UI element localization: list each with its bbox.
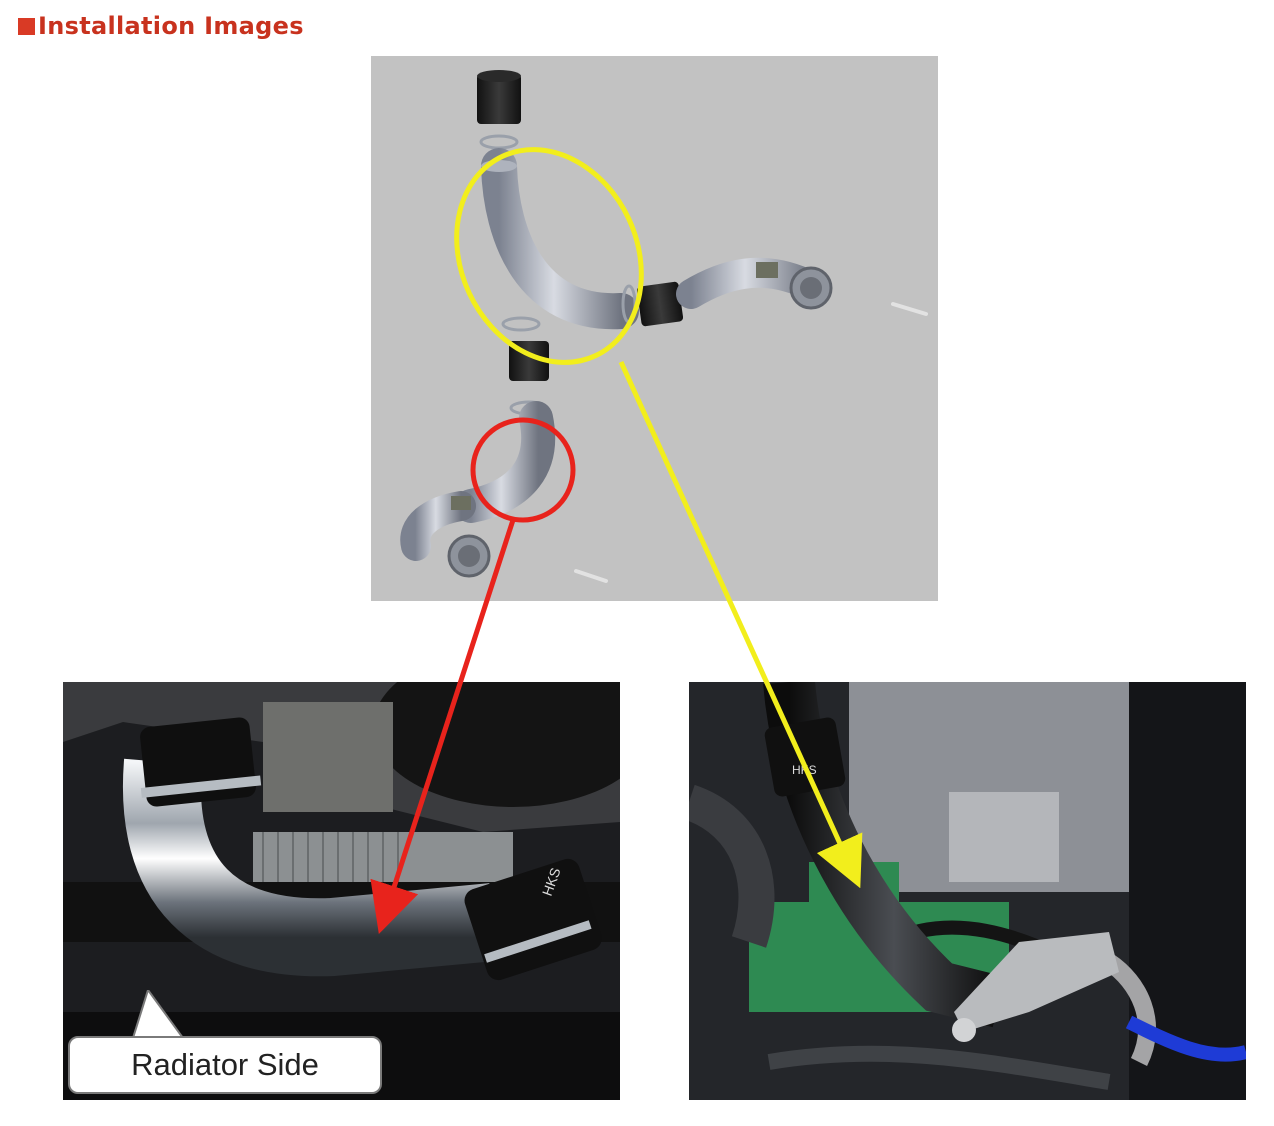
photo-engine-bay: HKS <box>689 682 1246 1100</box>
hks-mark-right: HKS <box>792 763 817 777</box>
exploded-piping-icon <box>400 70 928 583</box>
heading-square-icon <box>18 17 35 35</box>
radiator-side-callout: Radiator Side <box>68 1036 382 1094</box>
hose-top <box>477 74 521 124</box>
engine-bay-photo-icon: HKS <box>689 682 1246 1100</box>
callout-tail-icon <box>131 990 185 1039</box>
exploded-diagram <box>371 56 938 601</box>
section-heading: Installation Images <box>18 12 304 40</box>
heading-text: Installation Images <box>38 12 304 40</box>
callout-label: Radiator Side <box>131 1047 319 1082</box>
upper-pipe <box>481 148 639 330</box>
